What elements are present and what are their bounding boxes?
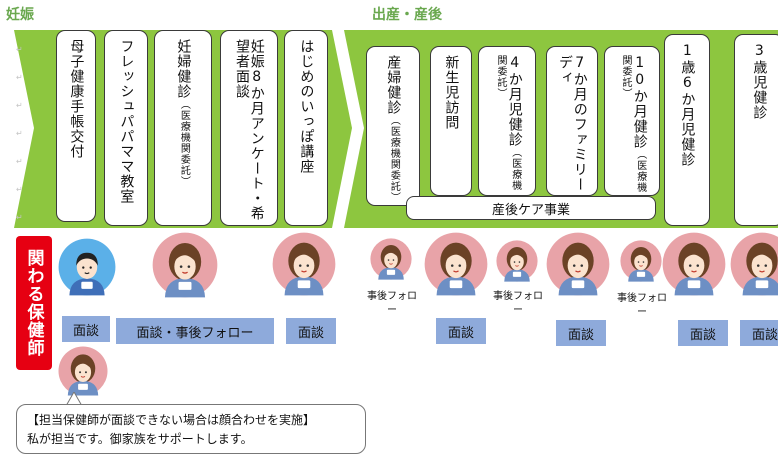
event-title: 新生児訪問 [443, 55, 460, 130]
label-interview-followup: 面談・事後フォロー [116, 318, 274, 344]
event-parents-class: フレッシュパパママ教室 [104, 30, 148, 226]
event-3year-checkup: 3歳児健診 [734, 34, 778, 226]
event-8month-survey: 妊娠8か月アンケート・希望者面談 [220, 30, 278, 226]
involved-nurse-label: 関わる保健師 [16, 236, 52, 370]
label-interview: 面談 [62, 316, 110, 342]
event-maternal-handbook: 母子健康手帳交付 [56, 30, 96, 222]
svg-text:↵: ↵ [16, 129, 23, 138]
label-interview: 面談 [436, 318, 486, 344]
svg-text:↵: ↵ [16, 157, 23, 166]
svg-text:↵: ↵ [16, 45, 23, 54]
label-followup: 事後フォロー [493, 291, 543, 316]
event-prenatal-checkup: 妊婦健診（医療機関委託） [154, 30, 212, 226]
event-postpartum-checkup: 産婦健診（医療機関委託） [366, 46, 420, 206]
label-interview: 面談 [678, 320, 728, 346]
event-newborn-visit: 新生児訪問 [430, 46, 472, 196]
nurse-avatar [545, 232, 611, 297]
assignment-note: 【担当保健師が面談できない場合は顔合わせを実施】 私が担当です。御家族をサポート… [16, 404, 366, 454]
phase-pregnancy: 妊娠 [6, 7, 34, 23]
event-4month-checkup: 4か月児健診（医療機関委託） [478, 46, 536, 196]
label-interview: 面談 [740, 320, 778, 346]
event-subtitle: （医療機関委託） [620, 55, 646, 193]
nurse-avatar [729, 232, 778, 297]
nurse-avatar [370, 237, 412, 280]
svg-text:↵: ↵ [16, 213, 23, 222]
event-subtitle: （医療機関委託） [388, 115, 400, 203]
event-title: 7か月のファミリーディ [557, 55, 588, 192]
event-title: 妊婦健診 [175, 39, 192, 99]
event-title: 妊娠8か月アンケート・希望者面談 [234, 39, 265, 221]
label-interview: 面談 [556, 320, 606, 346]
svg-text:↵: ↵ [16, 185, 23, 194]
nurse-avatar-substitute [58, 346, 108, 396]
event-title: 母子健康手帳交付 [68, 39, 85, 159]
event-title: 1歳6か月児健診 [679, 43, 696, 167]
event-title: 4か月児健診 [506, 55, 523, 147]
nurse-avatar-male [57, 238, 117, 296]
note-line-1: 【担当保健師が面談できない場合は顔合わせを実施】 [27, 413, 316, 427]
nurse-avatar [496, 239, 539, 282]
event-10month-checkup: 10か月健診（医療機関委託） [604, 46, 660, 196]
svg-text:↵: ↵ [16, 101, 23, 110]
event-title: はじめのいっぽ講座 [298, 39, 315, 174]
event-18month-checkup: 1歳6か月児健診 [664, 34, 710, 226]
event-title: 3歳児健診 [751, 43, 768, 120]
svg-text:↵: ↵ [16, 73, 23, 82]
event-subtitle: （医療機関委託） [178, 99, 190, 187]
event-title: フレッシュパパママ教室 [118, 39, 135, 204]
label-followup: 事後フォロー [367, 291, 417, 316]
involved-nurse-text: 関わる保健師 [23, 249, 44, 357]
phase-postpartum: 出産・産後 [372, 7, 442, 23]
event-7month-family-day: 7か月のファミリーディ [546, 46, 598, 196]
nurse-avatar [619, 239, 663, 282]
event-first-step-lecture: はじめのいっぽ講座 [284, 30, 328, 226]
nurse-avatar [423, 232, 489, 297]
label-followup: 事後フォロー [617, 293, 667, 318]
postpartum-care-program: 産後ケア事業 [406, 196, 656, 220]
nurse-avatar [271, 232, 337, 297]
note-line-2: 私が担当です。御家族をサポートします。 [27, 432, 253, 447]
nurse-avatar [661, 232, 727, 297]
nurse-avatar [152, 232, 218, 298]
label-interview: 面談 [286, 318, 336, 344]
event-title: 産婦健診 [385, 55, 402, 115]
event-title: 10か月健診 [631, 55, 648, 149]
event-subtitle: （医療機関委託） [495, 55, 521, 191]
